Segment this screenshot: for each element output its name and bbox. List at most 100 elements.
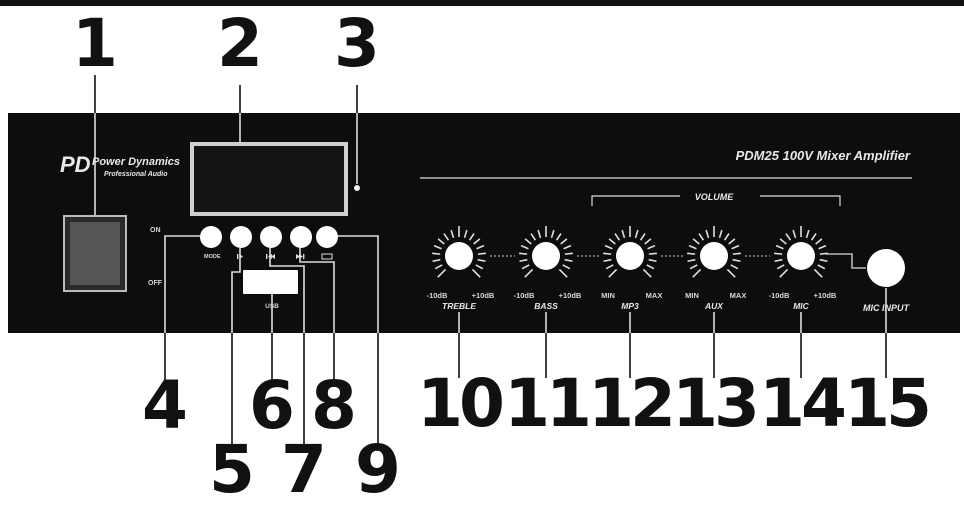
knob-scale-tick <box>639 233 646 241</box>
knob-scale-tick <box>614 233 621 241</box>
knob-scale-tick <box>468 233 475 241</box>
knob-scale-tick <box>519 258 528 263</box>
knob-scale-tick <box>555 233 562 241</box>
play-pause-button[interactable] <box>230 226 252 248</box>
callout-14: 14 <box>759 365 844 442</box>
knob-scale-tick <box>432 252 441 255</box>
callout-13: 13 <box>672 365 756 442</box>
skip-back-icon <box>266 254 275 259</box>
knob-scale-tick <box>785 233 792 241</box>
knob-scale-tick <box>437 238 445 245</box>
knob-scale-tick <box>473 238 481 245</box>
mic-input-connector-line <box>826 253 866 269</box>
knob-scale-tick <box>774 252 783 255</box>
mode-button[interactable] <box>200 226 222 248</box>
knob-mic-cap[interactable] <box>787 242 815 270</box>
repeat-button[interactable] <box>316 226 338 248</box>
leader-lines <box>94 75 887 450</box>
knob-scale-tick <box>603 252 612 255</box>
knob-scale-tick <box>698 233 705 241</box>
knob-scale-tick <box>642 268 652 278</box>
indicator-led <box>354 185 360 191</box>
knob-scale-tick <box>563 244 572 250</box>
knob-scale-tick <box>730 264 739 270</box>
knob-max-label: MAX <box>730 291 747 300</box>
knob-scale-tick <box>608 268 618 278</box>
volume-group-label: VOLUME <box>695 192 734 202</box>
knob-scale-tick <box>621 229 626 239</box>
knob-scale-tick <box>723 233 730 241</box>
knob-min-label: -10dB <box>427 291 448 300</box>
front-panel <box>8 113 960 333</box>
knob-scale-tick <box>689 264 698 270</box>
mic-input-label: MIC INPUT <box>863 303 911 313</box>
mic-input-jack[interactable] <box>867 249 905 287</box>
usb-port[interactable] <box>243 270 298 294</box>
knob-aux: MIN MAX AUX <box>685 226 770 311</box>
logo-letters: PD <box>60 152 91 177</box>
callout-2: 2 <box>217 5 263 82</box>
callout-11: 11 <box>504 365 588 442</box>
knob-scale-tick <box>605 264 614 270</box>
brand-logo: PD Power Dynamics Professional Audio <box>60 152 180 178</box>
usb-label: USB <box>265 303 279 310</box>
knob-scale-tick <box>648 252 657 255</box>
knob-name-label: TREBLE <box>442 301 476 311</box>
knob-scale-tick <box>434 264 443 270</box>
knob-scale-tick <box>648 258 657 263</box>
knob-scale-tick <box>475 264 484 270</box>
knob-scale-tick <box>432 258 441 263</box>
callout-12: 12 <box>588 365 672 442</box>
knob-scale-tick <box>817 264 826 270</box>
knob-scale-tick <box>687 252 696 255</box>
knob-min-label: MIN <box>685 291 699 300</box>
callout-9: 9 <box>355 431 401 506</box>
knob-scale-tick <box>530 233 537 241</box>
knob-scale-tick <box>564 258 573 263</box>
brand-name: Power Dynamics <box>92 156 180 168</box>
callout-10: 10 <box>417 365 502 442</box>
knob-max-label: MAX <box>646 291 663 300</box>
knob-scale-tick <box>687 258 696 263</box>
knob-scale-tick <box>805 229 810 239</box>
power-on-label: ON <box>150 227 161 234</box>
knob-scale-tick <box>688 244 697 250</box>
knob-scale-tick <box>477 252 486 255</box>
knob-scale-tick <box>560 238 568 245</box>
knob-bass-cap[interactable] <box>532 242 560 270</box>
knob-scale-tick <box>726 268 736 278</box>
knob-scale-tick <box>520 244 529 250</box>
knob-mp3-cap[interactable] <box>616 242 644 270</box>
knob-max-label: +10dB <box>559 291 582 300</box>
knob-scale-tick <box>521 264 530 270</box>
knob-scale-tick <box>463 229 468 239</box>
previous-button[interactable] <box>260 226 282 248</box>
callout-4: 4 <box>142 367 188 444</box>
knob-scale-tick <box>524 238 532 245</box>
knob-scale-tick <box>603 258 612 263</box>
brand-tagline: Professional Audio <box>104 171 168 178</box>
knob-scale-tick <box>646 264 655 270</box>
callout-6: 6 <box>249 367 295 444</box>
knob-scale-tick <box>437 268 447 278</box>
knob-scale-tick <box>728 238 736 245</box>
knob-aux-cap[interactable] <box>700 242 728 270</box>
knob-scale-tick <box>450 229 455 239</box>
knob-scale-tick <box>558 268 568 278</box>
knob-max-label: +10dB <box>814 291 837 300</box>
knob-scale-tick <box>477 258 486 263</box>
knob-scale-tick <box>779 238 787 245</box>
knob-treble-cap[interactable] <box>445 242 473 270</box>
knob-min-label: -10dB <box>769 291 790 300</box>
knob-scale-tick <box>647 244 656 250</box>
knob-scale-tick <box>776 264 785 270</box>
next-button[interactable] <box>290 226 312 248</box>
knob-scale-tick <box>818 244 827 250</box>
knob-name-label: AUX <box>704 301 724 311</box>
power-switch[interactable] <box>63 215 127 292</box>
callout-15: 15 <box>844 365 928 442</box>
power-off-label: OFF <box>148 280 163 287</box>
mode-button-label: MODE <box>204 254 221 260</box>
